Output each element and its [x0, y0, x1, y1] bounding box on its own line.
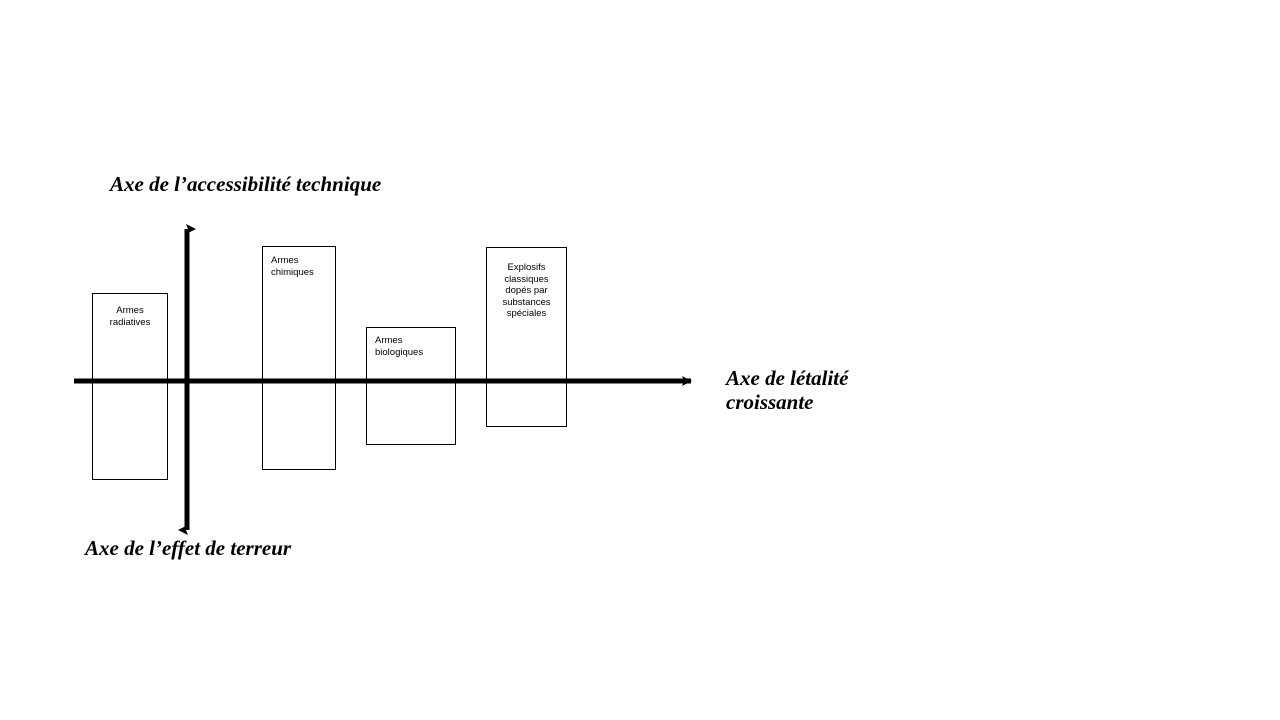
category-box-label: Armes biologiques [375, 335, 424, 358]
vertical-axis-bottom-label: Axe de l’effet de terreur [85, 536, 292, 560]
category-box-armes-radiatives[interactable]: Armes radiatives [92, 293, 168, 480]
category-box-label: Armes radiatives [109, 305, 151, 328]
category-box-label: Explosifs classiques dopés par substance… [502, 262, 551, 319]
horizontal-axis-label: Axe de létalité croissante [726, 366, 849, 415]
category-box-armes-chimiques[interactable]: Armes chimiques [262, 246, 336, 470]
category-box-label: Armes chimiques [271, 255, 314, 278]
vertical-axis-top-label: Axe de l’accessibilité technique [110, 172, 382, 196]
category-box-armes-biologiques[interactable]: Armes biologiques [366, 327, 456, 445]
category-box-explosifs-classiques-dopes[interactable]: Explosifs classiques dopés par substance… [486, 247, 567, 427]
